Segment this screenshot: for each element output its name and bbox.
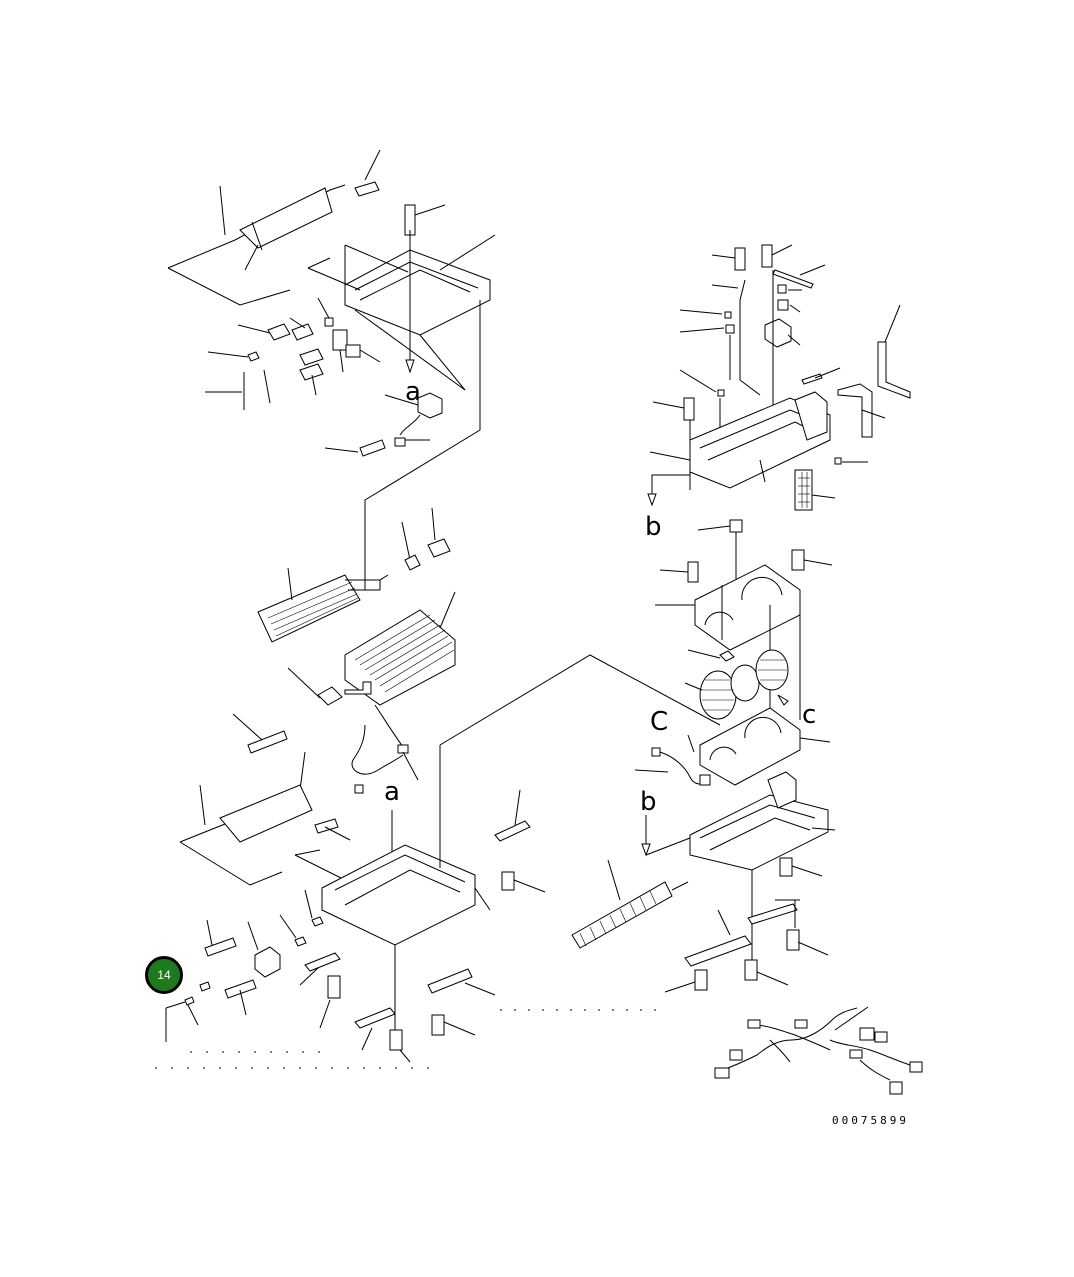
bolt-part — [786, 929, 800, 951]
bolt-part — [744, 959, 758, 981]
lower-cover-plate — [219, 784, 313, 843]
bolt-part — [694, 969, 708, 991]
screw-part — [791, 549, 805, 571]
duct-elbow — [837, 383, 873, 438]
bolt-part — [389, 1029, 403, 1051]
upper-housing-group: a — [167, 149, 496, 457]
bolt-part — [354, 181, 380, 197]
top-cover-plate — [239, 187, 333, 249]
control-unit-group: b — [645, 244, 911, 542]
upper-case-housing — [344, 249, 491, 336]
bolt-part — [501, 871, 515, 891]
blower-lower-case — [699, 707, 801, 786]
bolt-part — [224, 979, 257, 999]
air-filter — [571, 881, 673, 949]
heater-evaporator-group: a — [232, 507, 456, 807]
base-case — [689, 794, 829, 871]
screw-part — [683, 397, 695, 421]
wiring-harness — [714, 1007, 923, 1095]
bolt-part — [327, 975, 341, 999]
lower-case-housing — [321, 844, 476, 946]
bolt-part — [729, 519, 743, 533]
expansion-valve — [317, 686, 343, 706]
switch-connector — [417, 392, 443, 419]
drawing-reference-code: 00075899 — [832, 1114, 909, 1127]
bolt-part — [314, 818, 339, 834]
bolt-part — [359, 439, 386, 457]
callout-letter-a-upper: a — [405, 377, 421, 407]
bolt-part — [204, 937, 237, 957]
heater-core — [257, 574, 361, 643]
hotspot-callout-14[interactable]: 14 — [145, 956, 183, 994]
blower-group: c C — [634, 519, 833, 786]
evaporator — [344, 609, 456, 706]
blower-fan-wheel — [699, 649, 789, 720]
bolt-part — [779, 857, 793, 877]
callout-letter-c-left: C — [650, 707, 668, 737]
screw-part — [761, 244, 773, 268]
hinge-bracket — [254, 946, 281, 978]
callout-letter-b-upper: b — [645, 512, 662, 542]
callout-letter-b-lower: b — [640, 787, 657, 817]
screw-part — [687, 561, 699, 583]
screw-part — [734, 247, 746, 271]
bolt-part — [247, 730, 288, 754]
lower-housing-group — [155, 654, 721, 1069]
bolt-part — [431, 1014, 445, 1036]
control-unit-housing — [689, 397, 831, 489]
bolt-part — [404, 204, 416, 236]
base-filter-harness-group: b — [500, 771, 923, 1095]
filter-cartridge — [794, 469, 813, 511]
blower-upper-case — [694, 564, 801, 651]
callout-letter-c-right: c — [802, 700, 816, 730]
callout-letter-a-lower: a — [384, 777, 400, 807]
switch-part — [764, 318, 792, 348]
duct-l-bracket — [877, 341, 911, 399]
